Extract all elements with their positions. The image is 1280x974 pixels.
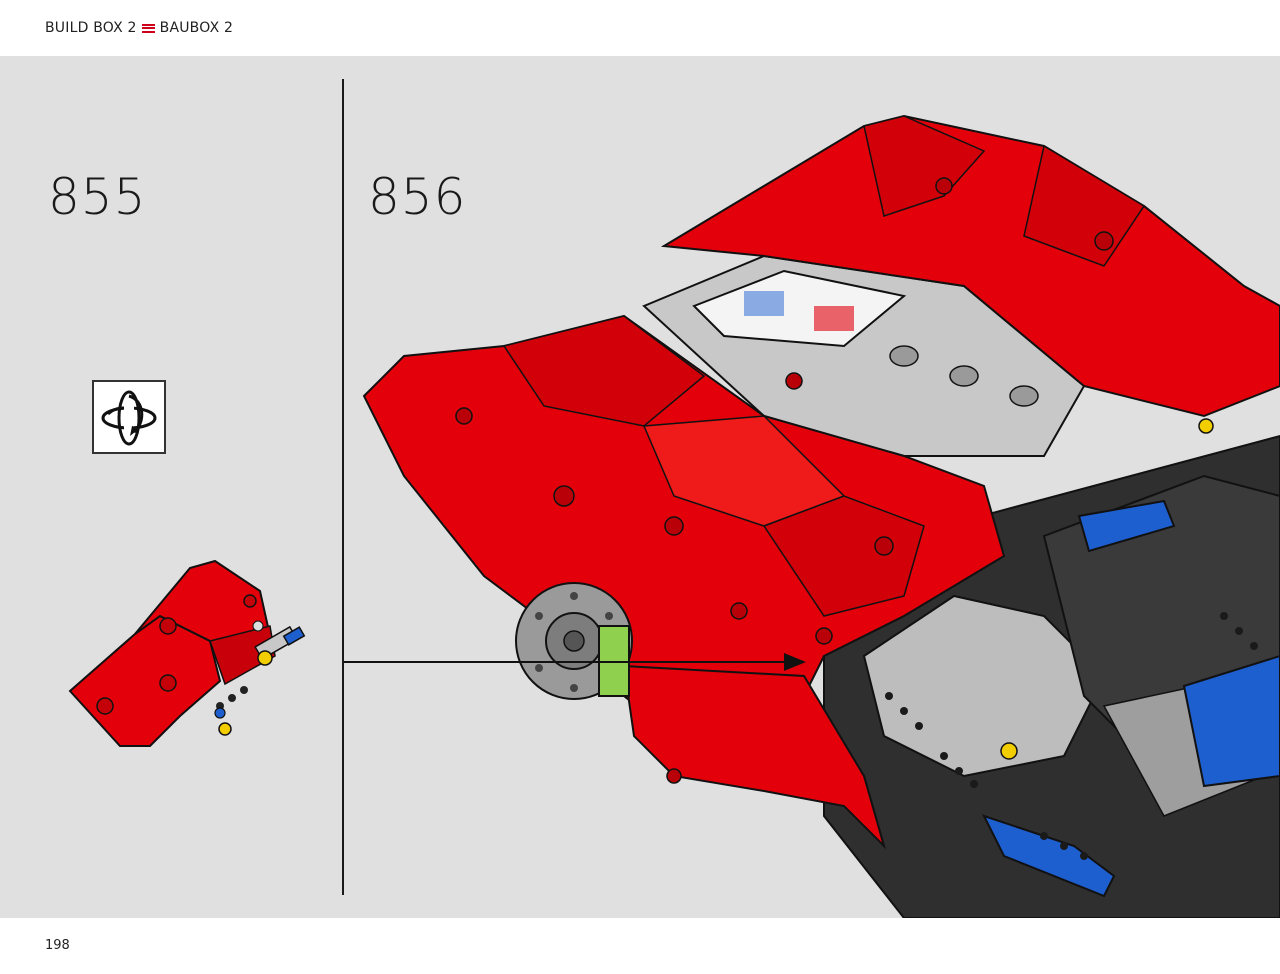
page-header: BUILD BOX 2 BAUBOX 2: [0, 0, 1280, 56]
build-box-en: BUILD BOX 2: [45, 20, 137, 36]
red-triple-bar-icon: [141, 23, 155, 33]
step-856-assembly-illustration: [344, 114, 1280, 918]
build-box-label: BUILD BOX 2 BAUBOX 2: [45, 20, 233, 36]
step-number-856: 856: [368, 168, 467, 226]
step-divider: [342, 79, 344, 895]
rotate-model-icon: [92, 380, 166, 454]
page-number: 198: [45, 938, 70, 953]
step-855-subassembly-illustration: [68, 559, 306, 747]
step-number-855: 855: [48, 168, 147, 226]
build-box-de: BAUBOX 2: [159, 20, 234, 36]
instruction-panel: 855 856: [0, 56, 1280, 918]
